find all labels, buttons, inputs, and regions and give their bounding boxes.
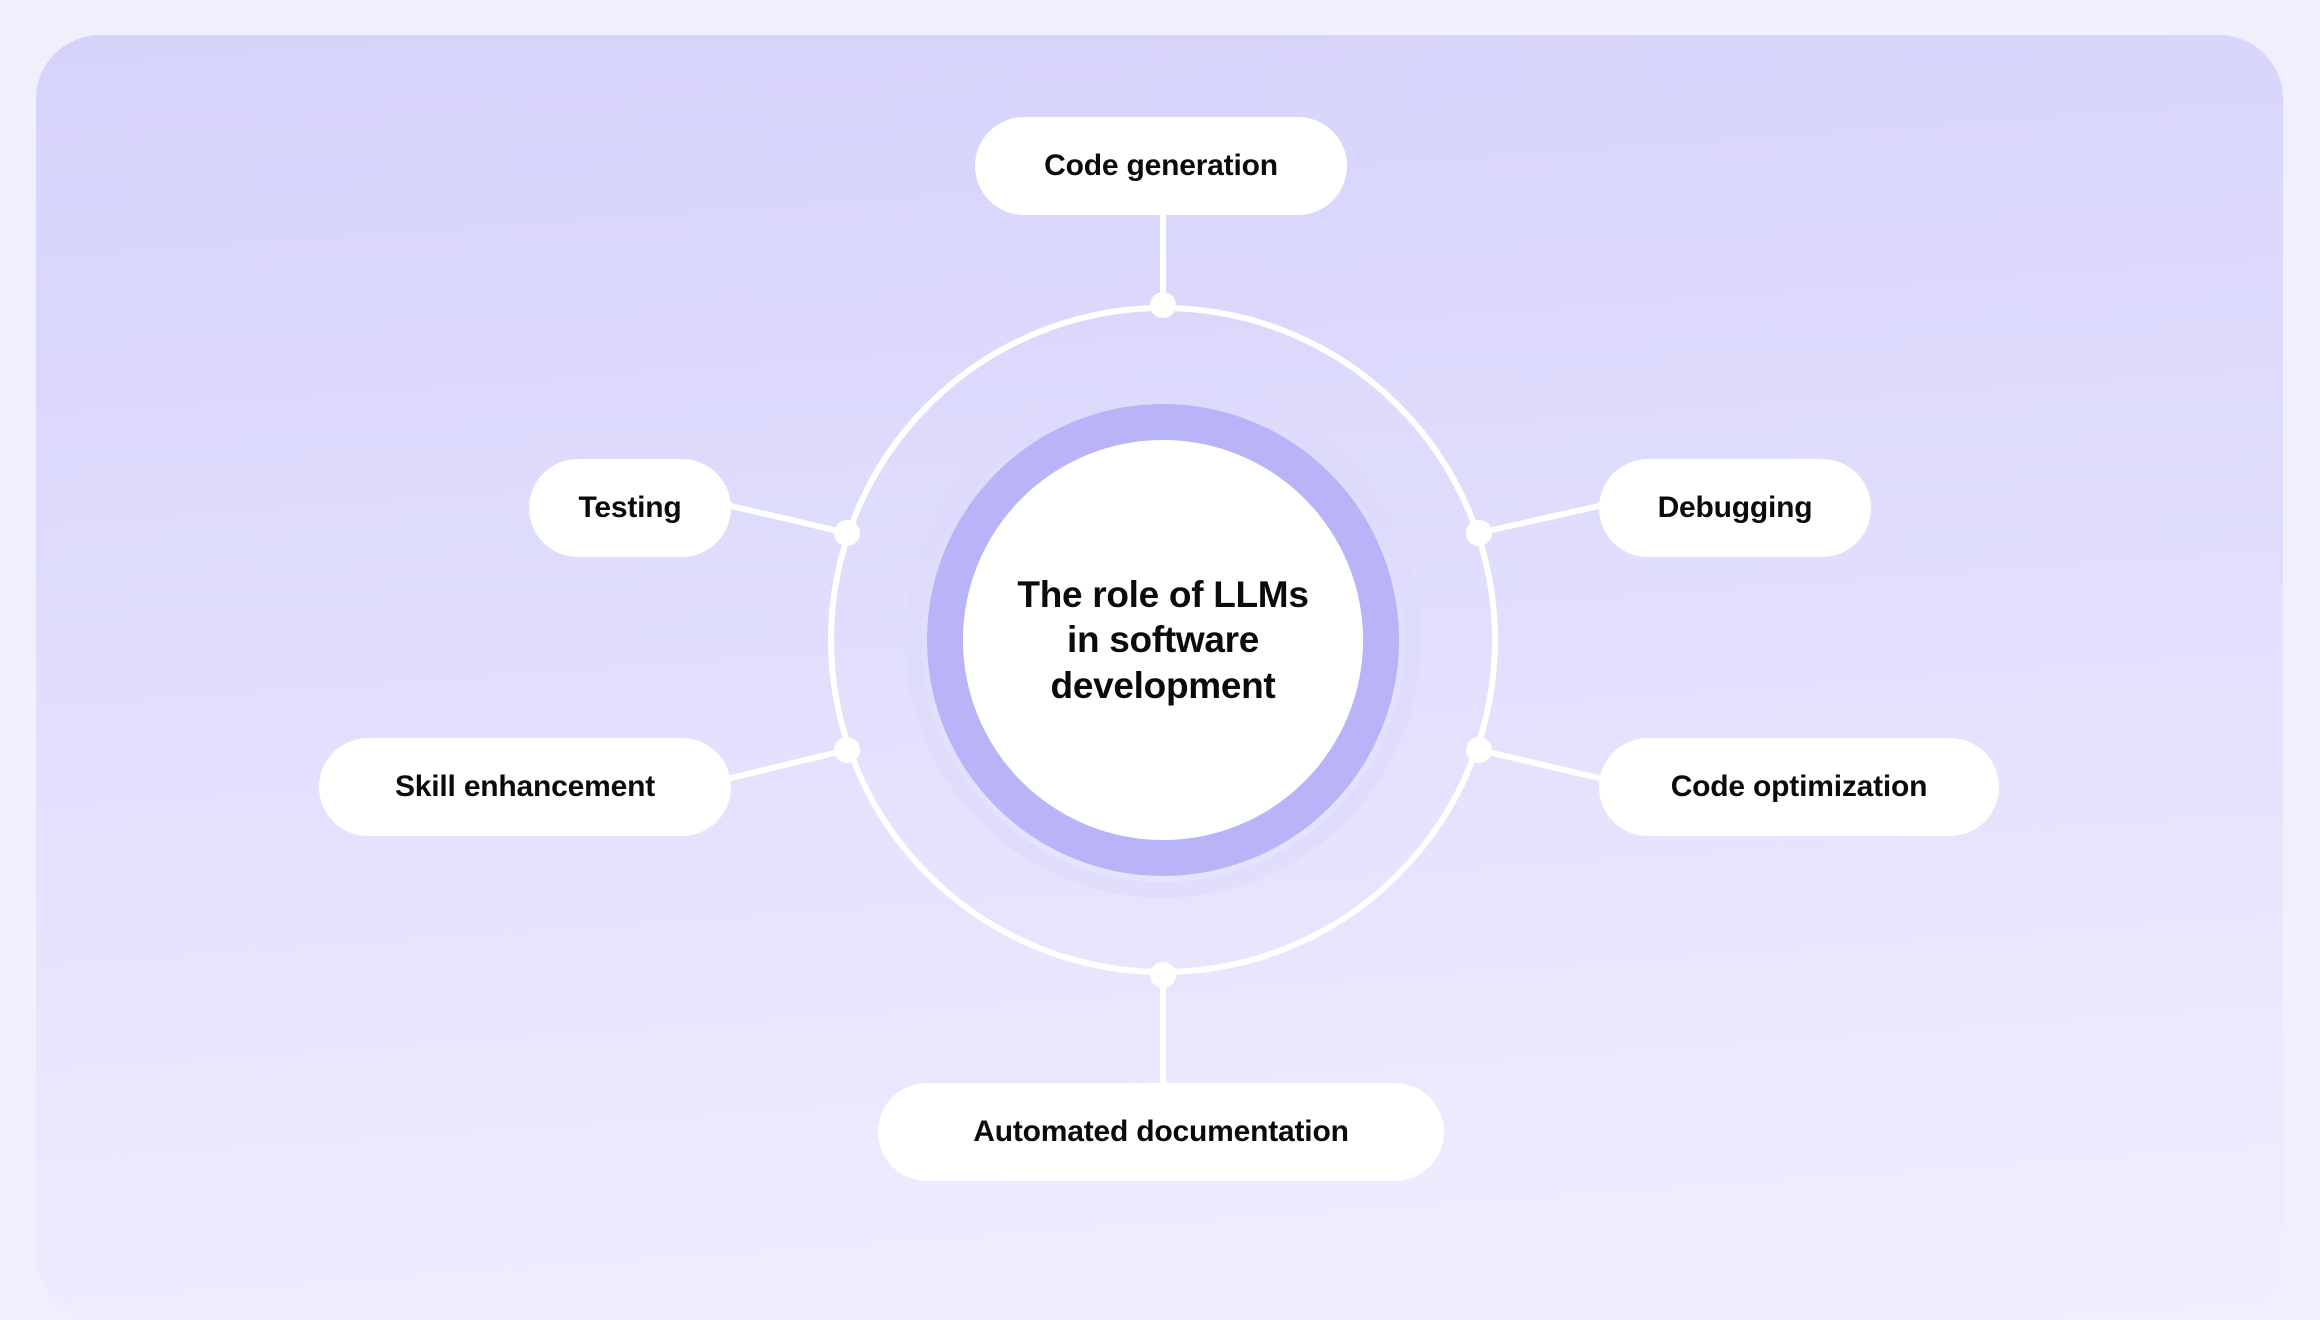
node-dot-testing[interactable] (834, 520, 860, 546)
connector-code-optimization (1476, 747, 1602, 781)
branch-label-automated-documentation: Automated documentation (973, 1115, 1349, 1148)
hub-glow-ring-outer (905, 382, 1421, 898)
branch-pill-skill-enhancement[interactable]: Skill enhancement (319, 738, 731, 836)
node-dot-debugging[interactable] (1466, 520, 1492, 546)
branch-label-code-generation: Code generation (1044, 149, 1278, 182)
orbit-nodes (834, 292, 1492, 988)
node-dot-automated-documentation[interactable] (1150, 962, 1176, 988)
branch-pill-debugging[interactable]: Debugging (1599, 459, 1871, 557)
connector-debugging (1476, 503, 1602, 536)
branch-pill-code-generation[interactable]: Code generation (975, 117, 1347, 215)
branch-pill-testing[interactable]: Testing (529, 459, 731, 557)
node-dot-code-optimization[interactable] (1466, 737, 1492, 763)
connector-lines (728, 213, 1602, 1087)
branch-label-testing: Testing (578, 491, 682, 524)
branch-pill-automated-documentation[interactable]: Automated documentation (878, 1083, 1444, 1181)
node-dot-code-generation[interactable] (1150, 292, 1176, 318)
branch-label-debugging: Debugging (1657, 491, 1813, 524)
branch-pill-code-optimization[interactable]: Code optimization (1599, 738, 1999, 836)
connector-testing (728, 503, 850, 536)
branch-label-code-optimization: Code optimization (1670, 770, 1928, 803)
connector-skill-enhancement (728, 747, 850, 781)
hub-core-circle (963, 440, 1363, 840)
node-dot-skill-enhancement[interactable] (834, 737, 860, 763)
hub-accent-ring (927, 404, 1399, 876)
branch-label-skill-enhancement: Skill enhancement (394, 770, 656, 803)
